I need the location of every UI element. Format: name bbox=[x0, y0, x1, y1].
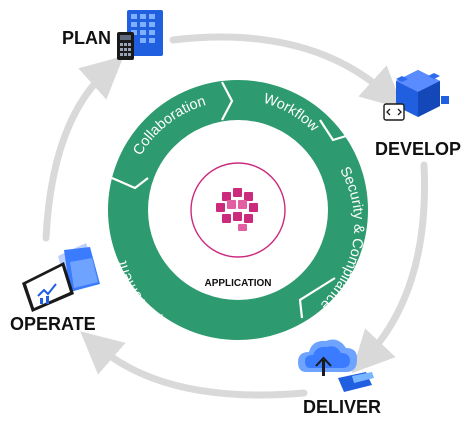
cube-cluster-icon bbox=[216, 188, 258, 231]
stage-deliver: DELIVER bbox=[298, 339, 381, 417]
code-cube-icon bbox=[383, 70, 449, 121]
develop-label: DEVELOP bbox=[375, 139, 461, 159]
arrow-plan-to-develop bbox=[169, 33, 404, 110]
calculator-building-icon bbox=[117, 10, 163, 60]
outer-cycle-arrows bbox=[42, 33, 428, 399]
stage-operate: OPERATE bbox=[10, 243, 100, 334]
arrow-operate-to-plan bbox=[42, 56, 124, 242]
plan-label: PLAN bbox=[62, 28, 111, 48]
practice-ring: Collaboration Workflow Security & Compli… bbox=[108, 80, 368, 356]
application-label: APPLICATION bbox=[204, 278, 271, 289]
arrow-develop-to-deliver bbox=[351, 161, 428, 374]
stage-plan: PLAN bbox=[62, 10, 163, 60]
dashboard-monitor-icon bbox=[22, 243, 100, 312]
cloud-upload-icon bbox=[298, 339, 374, 392]
arrow-deliver-to-operate bbox=[80, 331, 308, 399]
operate-label: OPERATE bbox=[10, 314, 96, 334]
deliver-label: DELIVER bbox=[303, 397, 381, 417]
stage-develop: DEVELOP bbox=[375, 70, 461, 159]
application-hub: APPLICATION bbox=[190, 162, 286, 289]
